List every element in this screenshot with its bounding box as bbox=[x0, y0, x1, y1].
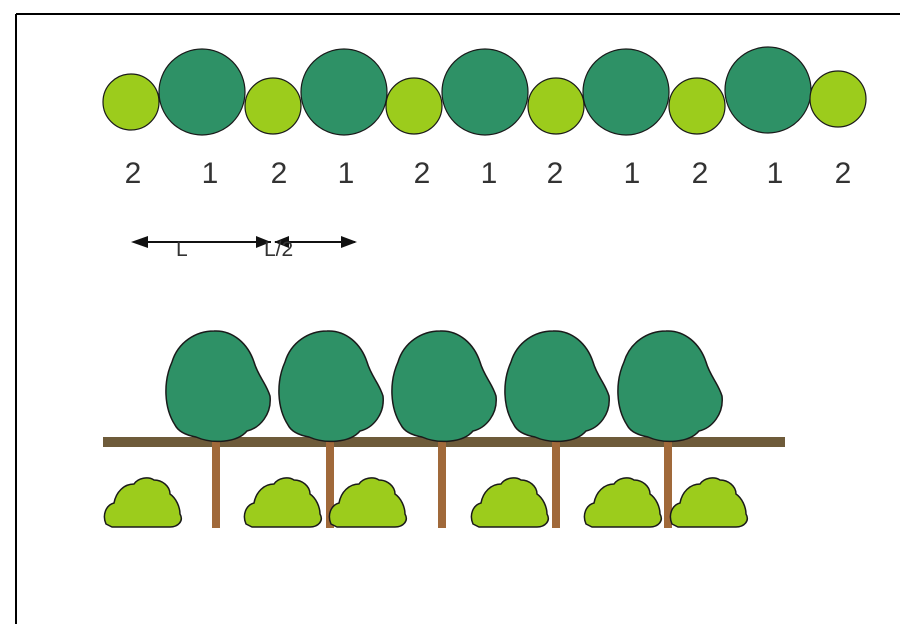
arrow-L-left-head-icon bbox=[131, 236, 148, 248]
small-tree-crown-icon bbox=[668, 77, 726, 135]
tree-type-label: 2 bbox=[414, 157, 431, 190]
large-tree-crown-icon bbox=[441, 48, 529, 136]
arrow-L-label: L bbox=[176, 238, 188, 261]
arrow-L2-left-head-icon bbox=[274, 236, 289, 248]
shrub-icon bbox=[103, 477, 182, 528]
shrub-icon bbox=[470, 477, 549, 528]
tree-type-label: 2 bbox=[835, 157, 852, 190]
tree-type-label: 1 bbox=[202, 157, 219, 190]
large-tree-crown-icon bbox=[617, 330, 723, 443]
plan-view-crowns bbox=[102, 46, 867, 136]
shrub-icon bbox=[243, 477, 322, 528]
tree-type-label: 2 bbox=[692, 157, 709, 190]
small-tree-crown-icon bbox=[527, 77, 585, 135]
large-tree-crown-icon bbox=[278, 330, 384, 443]
tree-type-label: 1 bbox=[767, 157, 784, 190]
arrow-L2-label: L/2 bbox=[264, 238, 293, 261]
tree-type-label: 2 bbox=[271, 157, 288, 190]
tree-type-label: 1 bbox=[481, 157, 498, 190]
trunk-icon bbox=[326, 440, 334, 528]
small-tree-crown-icon bbox=[102, 73, 160, 131]
tree-type-label: 2 bbox=[125, 157, 142, 190]
arrow-L-right-head-icon bbox=[256, 236, 271, 248]
spacing-arrows: L L/2 bbox=[131, 236, 357, 261]
shrub-icon bbox=[583, 477, 662, 528]
tree-type-label: 1 bbox=[624, 157, 641, 190]
small-tree-crown-icon bbox=[385, 77, 443, 135]
trunk-icon bbox=[212, 440, 220, 528]
elevation-crowns bbox=[165, 330, 723, 443]
large-tree-crown-icon bbox=[504, 330, 610, 443]
trunk-icon bbox=[664, 440, 672, 528]
shrub-icon bbox=[328, 477, 407, 528]
tree-type-label: 1 bbox=[338, 157, 355, 190]
tree-type-label: 2 bbox=[547, 157, 564, 190]
trunks bbox=[212, 440, 672, 528]
large-tree-crown-icon bbox=[724, 46, 812, 134]
large-tree-crown-icon bbox=[391, 330, 497, 443]
trunk-icon bbox=[438, 440, 446, 528]
small-tree-crown-icon bbox=[244, 77, 302, 135]
shrubs bbox=[103, 477, 748, 528]
small-tree-crown-icon bbox=[809, 70, 867, 128]
shrub-icon bbox=[669, 477, 748, 528]
arrow-L2-right-head-icon bbox=[341, 236, 357, 248]
large-tree-crown-icon bbox=[582, 48, 670, 136]
large-tree-crown-icon bbox=[300, 48, 388, 136]
plan-view-labels: 2 1 2 1 2 1 2 1 2 1 2 bbox=[125, 157, 852, 190]
large-tree-crown-icon bbox=[165, 330, 271, 443]
large-tree-crown-icon bbox=[158, 48, 246, 136]
trunk-icon bbox=[552, 440, 560, 528]
